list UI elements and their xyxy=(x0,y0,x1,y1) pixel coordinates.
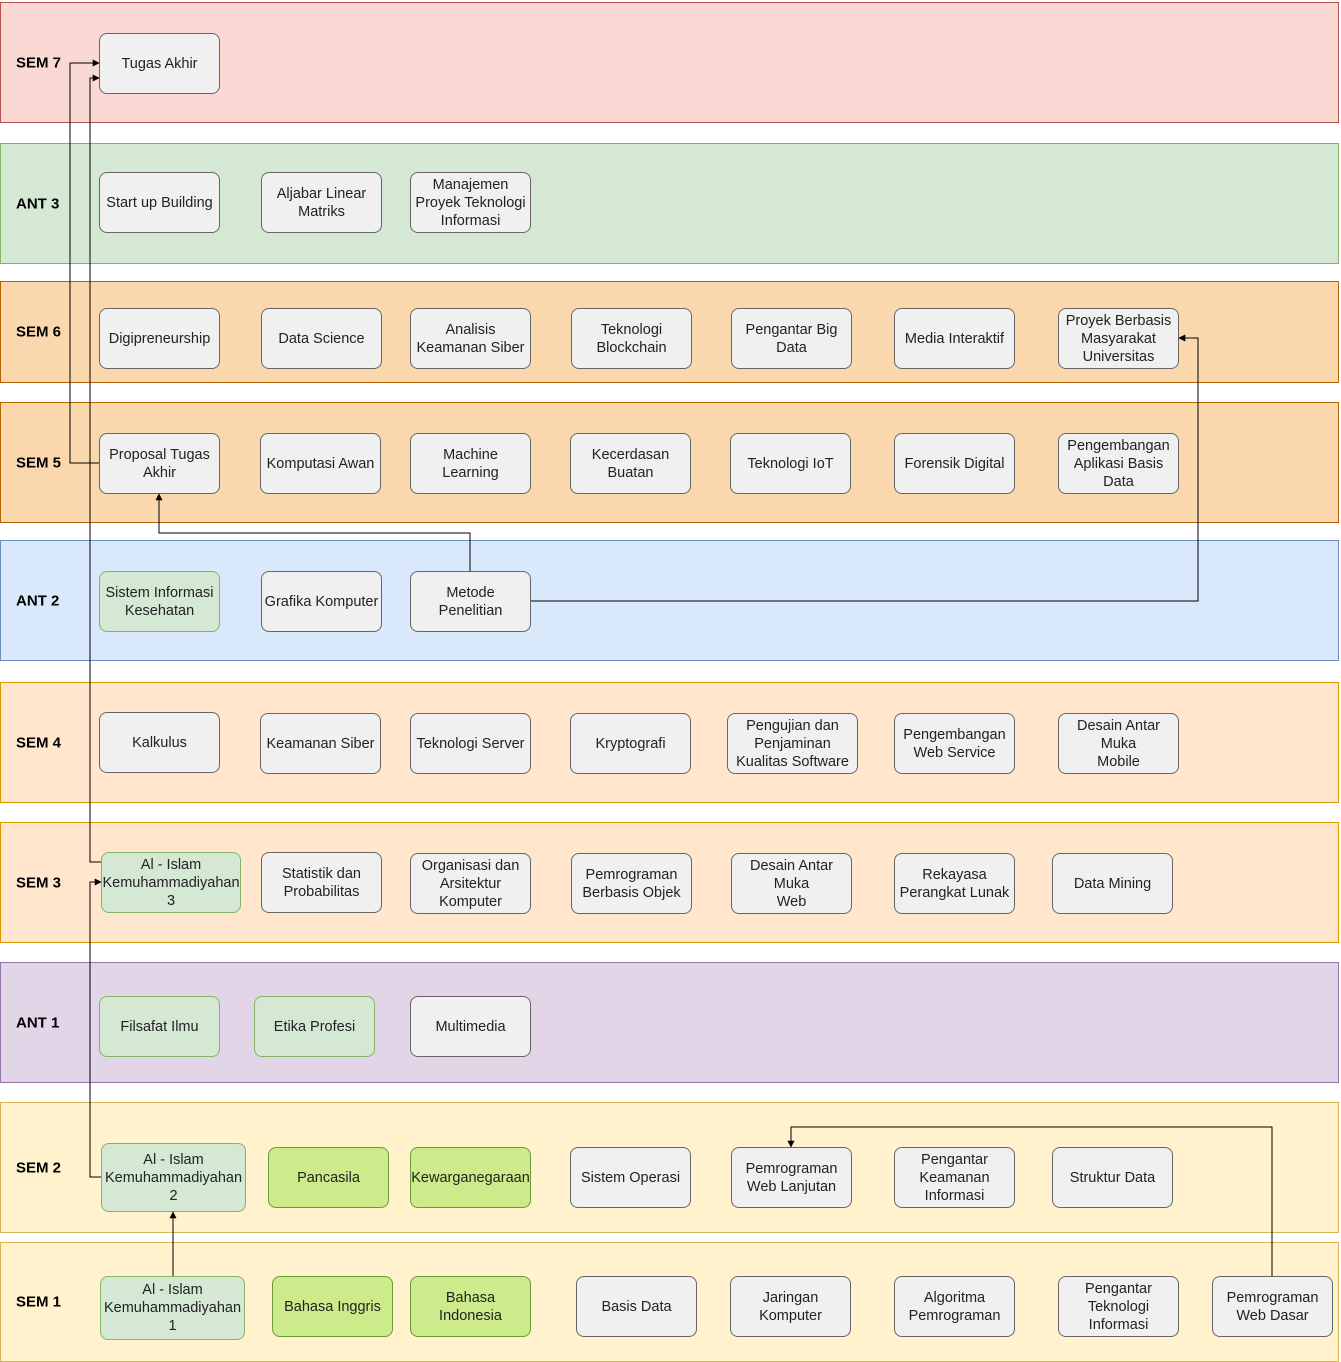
course-media-interaktif[interactable]: Media Interaktif xyxy=(894,308,1015,369)
lane-label: SEM 7 xyxy=(16,54,62,71)
course-teknologi-blockchain[interactable]: Teknologi Blockchain xyxy=(571,308,692,369)
course-tugas-akhir[interactable]: Tugas Akhir xyxy=(99,33,220,94)
lane-label: SEM 5 xyxy=(16,454,62,471)
lane-label: ANT 1 xyxy=(16,1014,60,1031)
course-algoritma-pemrograman[interactable]: Algoritma Pemrograman xyxy=(894,1276,1015,1337)
course-struktur-data[interactable]: Struktur Data xyxy=(1052,1147,1173,1208)
lane-label: ANT 2 xyxy=(16,592,60,609)
course-pengantar-keamanan-informasi[interactable]: Pengantar Keamanan Informasi xyxy=(894,1147,1015,1208)
course-jaringan-komputer[interactable]: Jaringan Komputer xyxy=(730,1276,851,1337)
course-pemrograman-berbasis-objek[interactable]: Pemrograman Berbasis Objek xyxy=(571,853,692,914)
lane-sem7: SEM 7 xyxy=(0,2,1339,123)
course-pancasila[interactable]: Pancasila xyxy=(268,1147,389,1208)
course-proyek-berbasis-masyarakat[interactable]: Proyek Berbasis Masyarakat Universitas xyxy=(1058,308,1179,369)
course-desain-antar-muka-web[interactable]: Desain Antar Muka Web xyxy=(731,853,852,914)
course-pengembangan-web-service[interactable]: Pengembangan Web Service xyxy=(894,713,1015,774)
course-proposal-tugas-akhir[interactable]: Proposal Tugas Akhir xyxy=(99,433,220,494)
course-rekayasa-perangkat-lunak[interactable]: Rekayasa Perangkat Lunak xyxy=(894,853,1015,914)
course-forensik-digital[interactable]: Forensik Digital xyxy=(894,433,1015,494)
course-pengembangan-aplikasi-basis-data[interactable]: Pengembangan Aplikasi Basis Data xyxy=(1058,433,1179,494)
course-multimedia[interactable]: Multimedia xyxy=(410,996,531,1057)
course-organisasi-arsitektur-komputer[interactable]: Organisasi dan Arsitektur Komputer xyxy=(410,853,531,914)
course-aljabar-linear[interactable]: Aljabar Linear Matriks xyxy=(261,172,382,233)
course-teknologi-server[interactable]: Teknologi Server xyxy=(410,713,531,774)
course-pengantar-big-data[interactable]: Pengantar Big Data xyxy=(731,308,852,369)
course-kecerdasan-buatan[interactable]: Kecerdasan Buatan xyxy=(570,433,691,494)
course-basis-data[interactable]: Basis Data xyxy=(576,1276,697,1337)
course-machine-learning[interactable]: Machine Learning xyxy=(410,433,531,494)
course-al-islam-3[interactable]: Al - Islam Kemuhammadiyahan 3 xyxy=(101,852,241,913)
lane-label: SEM 3 xyxy=(16,874,62,891)
course-analisis-keamanan-siber[interactable]: Analisis Keamanan Siber xyxy=(410,308,531,369)
course-sistem-informasi-kesehatan[interactable]: Sistem Informasi Kesehatan xyxy=(99,571,220,632)
course-kalkulus[interactable]: Kalkulus xyxy=(99,712,220,773)
course-statistik-probabilitas[interactable]: Statistik dan Probabilitas xyxy=(261,852,382,913)
course-start-up-building[interactable]: Start up Building xyxy=(99,172,220,233)
lane-ant1: ANT 1 xyxy=(0,962,1339,1083)
course-al-islam-2[interactable]: Al - Islam Kemuhammadiyahan 2 xyxy=(101,1143,246,1212)
course-al-islam-1[interactable]: Al - Islam Kemuhammadiyahan 1 xyxy=(100,1276,245,1340)
course-kewarganegaraan[interactable]: Kewarganegaraan xyxy=(410,1147,531,1208)
lane-label: SEM 4 xyxy=(16,734,62,751)
course-bahasa-inggris[interactable]: Bahasa Inggris xyxy=(272,1276,393,1337)
lane-label: ANT 3 xyxy=(16,195,60,212)
lane-label: SEM 6 xyxy=(16,323,62,341)
course-pengujian-kualitas-software[interactable]: Pengujian dan Penjaminan Kualitas Softwa… xyxy=(727,713,858,774)
course-data-science[interactable]: Data Science xyxy=(261,308,382,369)
course-pengantar-teknologi-informasi[interactable]: Pengantar Teknologi Informasi xyxy=(1058,1276,1179,1337)
lane-label: SEM 1 xyxy=(16,1293,62,1311)
lane-ant3: ANT 3 xyxy=(0,143,1339,264)
course-sistem-operasi[interactable]: Sistem Operasi xyxy=(570,1147,691,1208)
course-desain-antar-muka-mobile[interactable]: Desain Antar Muka Mobile xyxy=(1058,713,1179,774)
course-grafika-komputer[interactable]: Grafika Komputer xyxy=(261,571,382,632)
course-digipreneurship[interactable]: Digipreneurship xyxy=(99,308,220,369)
course-teknologi-iot[interactable]: Teknologi IoT xyxy=(730,433,851,494)
lane-label: SEM 2 xyxy=(16,1159,62,1176)
course-bahasa-indonesia[interactable]: Bahasa Indonesia xyxy=(410,1276,531,1337)
course-kryptografi[interactable]: Kryptografi xyxy=(570,713,691,774)
course-komputasi-awan[interactable]: Komputasi Awan xyxy=(260,433,381,494)
course-etika-profesi[interactable]: Etika Profesi xyxy=(254,996,375,1057)
course-filsafat-ilmu[interactable]: Filsafat Ilmu xyxy=(99,996,220,1057)
course-metode-penelitian[interactable]: Metode Penelitian xyxy=(410,571,531,632)
course-keamanan-siber[interactable]: Keamanan Siber xyxy=(260,713,381,774)
course-manajemen-proyek[interactable]: Manajemen Proyek Teknologi Informasi xyxy=(410,172,531,233)
course-pemrograman-web-dasar[interactable]: Pemrograman Web Dasar xyxy=(1212,1276,1333,1337)
course-pemrograman-web-lanjutan[interactable]: Pemrograman Web Lanjutan xyxy=(731,1147,852,1208)
course-data-mining[interactable]: Data Mining xyxy=(1052,853,1173,914)
